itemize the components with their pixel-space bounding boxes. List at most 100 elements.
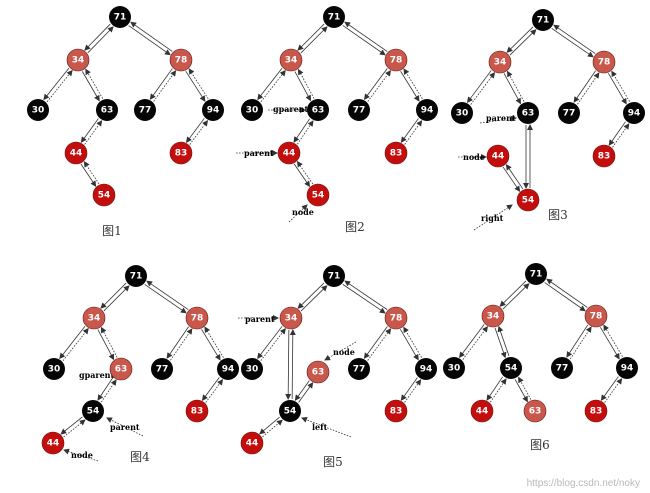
edge-back-83-94	[189, 120, 209, 145]
node-label-83: 83	[590, 407, 603, 417]
edge-94-83	[201, 377, 220, 401]
edge-back-94-78	[188, 68, 209, 100]
edge-back-30-34	[260, 69, 286, 103]
figure-6	[459, 278, 623, 403]
tree-node-77	[558, 102, 580, 124]
node-label-34: 34	[72, 56, 85, 66]
node-label-78: 78	[191, 314, 204, 324]
edge-back-83-94	[612, 123, 630, 148]
edges-layer	[43, 21, 630, 438]
pointer-label-node: node	[292, 207, 314, 217]
tree-node-83	[384, 141, 408, 165]
tree-node-63	[307, 99, 329, 121]
edge-back-78-71	[344, 280, 388, 310]
tree-node-30	[451, 102, 473, 124]
tree-node-34	[66, 48, 90, 72]
edge-back-30-34	[462, 325, 488, 360]
node-label-94: 94	[420, 365, 433, 375]
edge-back-63-34	[297, 68, 315, 99]
edge-back-94-78	[603, 324, 623, 357]
edge-back-94-78	[403, 326, 422, 358]
pointer-label-node: node	[71, 450, 93, 460]
node-label-30: 30	[448, 364, 461, 374]
tree-node-83	[185, 399, 209, 423]
edge-back-54-34	[289, 329, 296, 400]
tree-node-30	[43, 358, 65, 380]
node-label-34: 34	[494, 58, 507, 68]
edge-63-44	[293, 118, 310, 143]
edge-54-44	[259, 416, 280, 435]
node-label-77: 77	[156, 365, 169, 375]
node-label-71: 71	[328, 272, 341, 282]
tree-node-30	[27, 99, 49, 121]
edge-back-54-44	[505, 163, 524, 190]
node-label-34: 34	[487, 312, 500, 322]
edge-78-94	[185, 70, 206, 102]
edge-back-44-63	[297, 120, 314, 145]
figure-3	[466, 24, 630, 193]
figure-2	[257, 21, 423, 188]
tree-node-54	[516, 188, 540, 212]
tree-node-94	[217, 358, 239, 380]
node-label-83: 83	[390, 149, 403, 159]
node-label-78: 78	[175, 56, 188, 66]
node-label-34: 34	[88, 314, 101, 324]
edge-54-44	[60, 416, 83, 435]
edge-71-78	[144, 284, 187, 314]
tree-node-54	[500, 357, 522, 379]
node-label-77: 77	[353, 106, 366, 116]
tree-node-34	[82, 306, 106, 330]
edge-back-77-78	[170, 328, 193, 361]
figure-caption: 图6	[530, 438, 550, 452]
edge-71-78	[544, 282, 586, 312]
edge-34-30	[257, 326, 283, 360]
node-label-44: 44	[70, 149, 83, 159]
edge-44-54	[502, 166, 521, 193]
tree-node-83	[584, 399, 608, 423]
figure-caption: 图5	[323, 455, 343, 469]
tree-node-44	[486, 144, 510, 168]
node-label-63: 63	[529, 407, 542, 417]
edge-94-83	[400, 377, 418, 401]
edge-78-77	[363, 68, 388, 100]
edge-78-94	[400, 329, 419, 361]
node-label-44: 44	[246, 439, 259, 449]
edge-back-54-34	[497, 325, 510, 357]
edge-back-83-94	[404, 379, 422, 403]
edge-back-78-71	[344, 21, 388, 52]
tree-node-77	[151, 358, 173, 380]
edge-44-54	[80, 163, 97, 187]
node-label-71: 71	[114, 13, 127, 23]
tree-node-71	[125, 265, 147, 287]
node-label-71: 71	[537, 16, 550, 26]
tree-node-77	[348, 99, 370, 121]
edge-34-54	[285, 329, 292, 400]
tree-node-78	[169, 48, 193, 72]
edge-back-54-44	[296, 160, 314, 185]
node-label-34: 34	[285, 56, 298, 66]
edge-back-77-78	[577, 72, 600, 105]
edge-back-77-78	[367, 70, 392, 102]
tree-node-54	[82, 400, 104, 422]
node-label-54: 54	[98, 191, 111, 201]
edge-back-83-94	[604, 378, 623, 403]
edge-71-34	[499, 280, 527, 307]
edge-78-94	[201, 329, 221, 361]
edge-back-34-71	[87, 26, 114, 54]
edge-54-44	[486, 376, 503, 401]
tree-node-44	[41, 431, 65, 455]
tree-node-78	[592, 50, 616, 74]
tree-node-30	[443, 357, 465, 379]
tree-node-77	[551, 357, 573, 379]
tree-node-63	[306, 360, 330, 384]
edge-71-34	[297, 23, 325, 51]
edge-78-77	[573, 70, 596, 103]
